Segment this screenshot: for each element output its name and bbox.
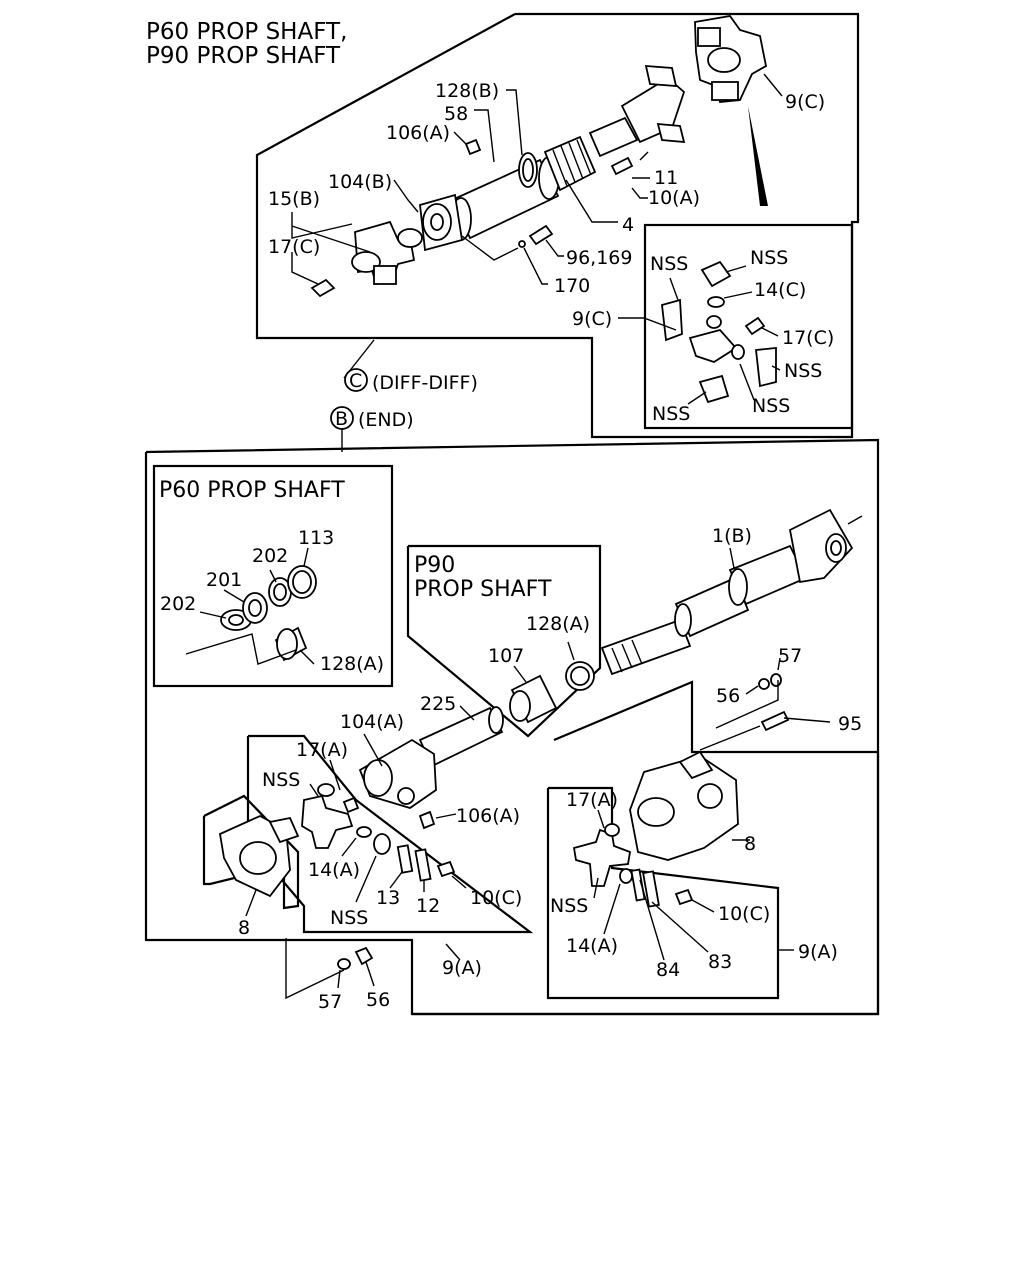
inset-9c-parts [661, 260, 777, 404]
callout-106a-bottom: 106(A) [456, 805, 520, 827]
callout-56-left: 56 [366, 989, 390, 1011]
callout-10c-left: 10(C) [470, 887, 522, 909]
inset-p90-title-line2: PROP SHAFT [414, 577, 552, 602]
callout-9c-inset: 9(C) [572, 308, 612, 330]
diagram-title-line1: P60 PROP SHAFT, [146, 19, 347, 45]
callout-9a-left: 9(A) [442, 957, 482, 979]
callout-nss-8: NSS [550, 895, 588, 917]
diagram-title-line2: P90 PROP SHAFT [146, 43, 341, 69]
callout-128a-p90: 128(A) [526, 613, 590, 635]
callout-225: 225 [420, 693, 456, 715]
callout-labels: 128(B) 58 106(A) 104(B) 15(B) 17(C) 11 1… [160, 80, 862, 1013]
callout-10c-right: 10(C) [718, 903, 770, 925]
callout-83: 83 [708, 951, 732, 973]
callout-57-right: 57 [778, 645, 802, 667]
callout-17c-left: 17(C) [268, 236, 320, 258]
callout-104b: 104(B) [328, 171, 392, 193]
right-cross-9a [572, 809, 794, 961]
callout-128a-p60: 128(A) [320, 653, 384, 675]
callout-11: 11 [654, 167, 678, 189]
inset-9c-frame [643, 223, 854, 430]
cross-9c-top [694, 15, 768, 206]
callout-nss-2: NSS [750, 247, 788, 269]
long-shaft-1b [600, 508, 863, 676]
callout-nss-1: NSS [650, 253, 688, 275]
callout-12: 12 [416, 895, 440, 917]
callout-202-a: 202 [252, 545, 288, 567]
callout-202-b: 202 [160, 593, 196, 615]
callout-1b: 1(B) [712, 525, 752, 547]
shaft-225-yoke [358, 705, 504, 830]
callout-4: 4 [622, 214, 634, 236]
inset-p90-frame [406, 544, 602, 738]
callout-84: 84 [656, 959, 680, 981]
callout-14c: 14(C) [754, 279, 806, 301]
right-end-yoke-8 [629, 750, 750, 861]
callout-56-right: 56 [716, 685, 740, 707]
inset-p60-frame [152, 464, 394, 688]
right-hardware [699, 657, 831, 751]
callout-58: 58 [444, 103, 468, 125]
section-c-label: (DIFF-DIFF) [372, 372, 478, 394]
callout-10a: 10(A) [648, 187, 700, 209]
callout-nss-7: NSS [330, 907, 368, 929]
callout-17a-right: 17(A) [566, 789, 618, 811]
section-c-marker-circle [344, 368, 368, 392]
p60-seals [185, 547, 317, 665]
left-end-yoke-8 [202, 794, 375, 1000]
right-yoke-frame [412, 680, 880, 1016]
section-c-marker: C [349, 370, 362, 392]
callout-57-left: 57 [318, 991, 342, 1013]
callout-106a-top: 106(A) [386, 122, 450, 144]
callout-104a: 104(A) [340, 711, 404, 733]
callout-nss-3: NSS [784, 360, 822, 382]
top-prop-shaft [310, 65, 686, 298]
top-section-frame [255, 12, 860, 439]
callout-128b: 128(B) [435, 80, 499, 102]
callout-nss-6: NSS [262, 769, 300, 791]
p90-parts [509, 641, 595, 724]
section-b-marker: B [335, 408, 348, 430]
callout-96-169: 96,169 [566, 247, 632, 269]
callout-14a-right: 14(A) [566, 935, 618, 957]
right-9a-frame [546, 786, 780, 1000]
callout-201: 201 [206, 569, 242, 591]
callout-13: 13 [376, 887, 400, 909]
callout-15b: 15(B) [268, 188, 320, 210]
callout-9a-right: 9(A) [798, 941, 838, 963]
callout-8-right: 8 [744, 833, 756, 855]
section-b-label: (END) [358, 409, 414, 431]
inset-p90-title-line1: P90 [414, 553, 455, 578]
callout-113: 113 [298, 527, 334, 549]
callout-95: 95 [838, 713, 862, 735]
callout-17a-left: 17(A) [296, 739, 348, 761]
inset-p60-title: P60 PROP SHAFT [159, 478, 345, 503]
callout-nss-4: NSS [752, 395, 790, 417]
callout-8-left: 8 [238, 917, 250, 939]
callout-9c-top: 9(C) [785, 91, 825, 113]
callout-17c-right: 17(C) [782, 327, 834, 349]
callout-170: 170 [554, 275, 590, 297]
callout-107: 107 [488, 645, 524, 667]
callout-14a-left: 14(A) [308, 859, 360, 881]
callout-nss-5: NSS [652, 403, 690, 425]
left-cross-9a [301, 759, 467, 903]
